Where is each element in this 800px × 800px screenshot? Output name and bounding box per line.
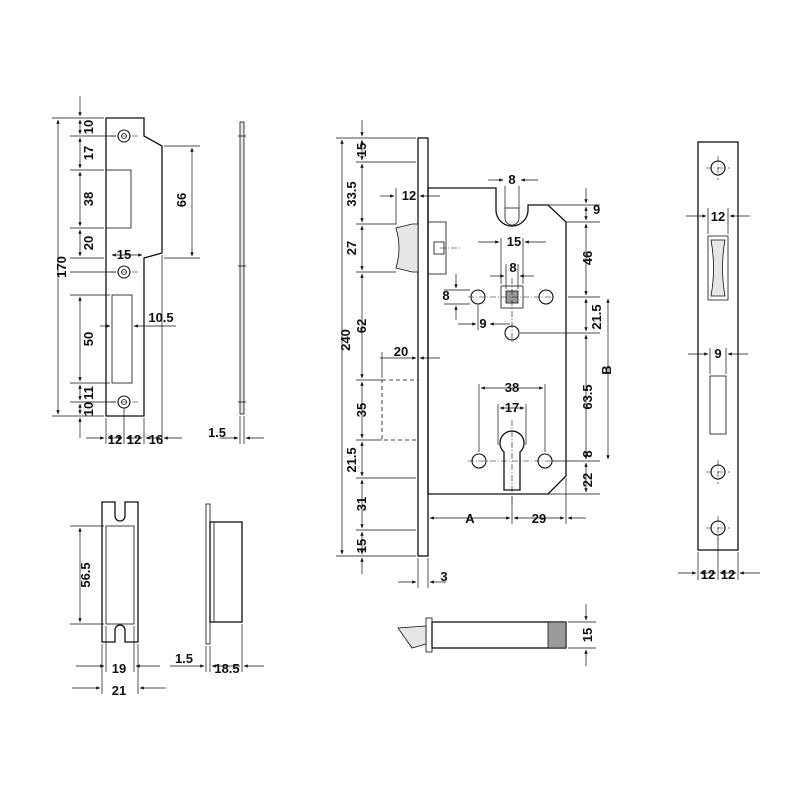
dim-31: 31 [354, 497, 369, 511]
dim-9-offset: 9 [479, 316, 486, 331]
cylinder-cutout [499, 430, 525, 491]
dim-12-a: 12 [108, 432, 122, 447]
dim-38: 38 [81, 192, 96, 206]
dim-21-5-right: 21.5 [589, 304, 604, 329]
lock-faceplate-strip [417, 137, 429, 557]
dim-10-top: 10 [81, 120, 96, 134]
dim-240: 240 [338, 329, 353, 351]
dim-56-5: 56.5 [78, 562, 93, 587]
latch-bolt [395, 223, 419, 273]
dim-19: 19 [112, 661, 126, 676]
strike-box-inner [105, 525, 135, 625]
dim-38: 38 [505, 380, 519, 395]
dim-12-bottom-a: 12 [701, 567, 715, 582]
faceplate-bolt-opening [709, 375, 727, 435]
strike-box-front-view: 56.5 19 21 [70, 501, 166, 698]
top-view-end-cap [547, 621, 567, 649]
faceplate-front-view: 12 9 12 12 [678, 141, 760, 582]
dim-35: 35 [354, 403, 369, 417]
dim-27: 27 [344, 241, 359, 255]
lock-top-view: 15 [397, 604, 596, 666]
dim-11: 11 [81, 386, 96, 400]
dim-12-latch: 12 [402, 188, 416, 203]
dim-66: 66 [174, 193, 189, 207]
strike-latch-opening [105, 169, 132, 229]
strike-plate-front-view: 170 10 17 38 20 50 11 10 12 12 16 66 15 … [52, 96, 200, 447]
top-view-latch [397, 625, 427, 649]
dim-20-bolt: 20 [394, 344, 408, 359]
dim-10-bottom: 10 [81, 402, 96, 416]
dim-46: 46 [580, 251, 595, 265]
dim-21-5-left: 21.5 [344, 447, 359, 472]
dim-63-5: 63.5 [580, 384, 595, 409]
dim-B: B [599, 365, 614, 374]
lock-case-outline [427, 187, 567, 495]
dim-17: 17 [505, 400, 519, 415]
strike-plate-outline [105, 117, 163, 417]
dim-9-top: 9 [593, 202, 600, 217]
faceplate-latch [710, 239, 726, 297]
strike-box-side-view: 1.5 18.5 [170, 503, 264, 676]
dim-12-b: 12 [127, 432, 141, 447]
dim-3: 3 [440, 569, 447, 584]
dim-16: 16 [149, 432, 163, 447]
dim-170: 170 [54, 256, 69, 278]
dim-29: 29 [532, 511, 546, 526]
top-view-case [431, 621, 567, 649]
dim-A: A [465, 511, 475, 526]
dim-17: 17 [81, 146, 96, 160]
strike-box-body [209, 521, 243, 623]
strike-box-outline [101, 501, 139, 643]
dim-33-5: 33.5 [344, 181, 359, 206]
dim-10-5: 10.5 [148, 310, 173, 325]
top-view-faceplate [425, 617, 433, 653]
dim-8-lower: 8 [580, 450, 595, 457]
dim-62: 62 [354, 319, 369, 333]
dim-21: 21 [112, 683, 126, 698]
dim-50: 50 [81, 332, 96, 346]
dim-8-hole: 8 [442, 288, 449, 303]
dim-15-top-view: 15 [580, 628, 595, 642]
follower-slot [504, 207, 520, 226]
dim-15-spindle: 15 [507, 234, 521, 249]
dim-15: 15 [117, 247, 131, 262]
dim-8-square: 8 [509, 260, 516, 275]
dim-15-bottom: 15 [354, 539, 369, 553]
dim-9-faceplate: 9 [714, 346, 721, 361]
lock-body-view: 240 15 33.5 27 62 35 21.5 31 15 12 20 [336, 120, 614, 588]
strike-plate-side-view: 1.5 [208, 121, 264, 444]
dim-8-slot: 8 [508, 172, 515, 187]
dim-1-5-side: 1.5 [208, 425, 226, 440]
dim-12-faceplate: 12 [711, 209, 725, 224]
dim-1-5-box: 1.5 [175, 651, 193, 666]
dead-bolt-retracted [381, 379, 419, 441]
dim-15-top: 15 [354, 143, 369, 157]
faceplate-latch-opening [707, 235, 729, 301]
dim-12-bottom-b: 12 [721, 567, 735, 582]
strike-plate-edge [239, 121, 245, 415]
dim-20: 20 [81, 236, 96, 250]
dim-22: 22 [580, 473, 595, 487]
dim-18-5: 18.5 [214, 661, 239, 676]
strike-bolt-opening [111, 294, 133, 384]
